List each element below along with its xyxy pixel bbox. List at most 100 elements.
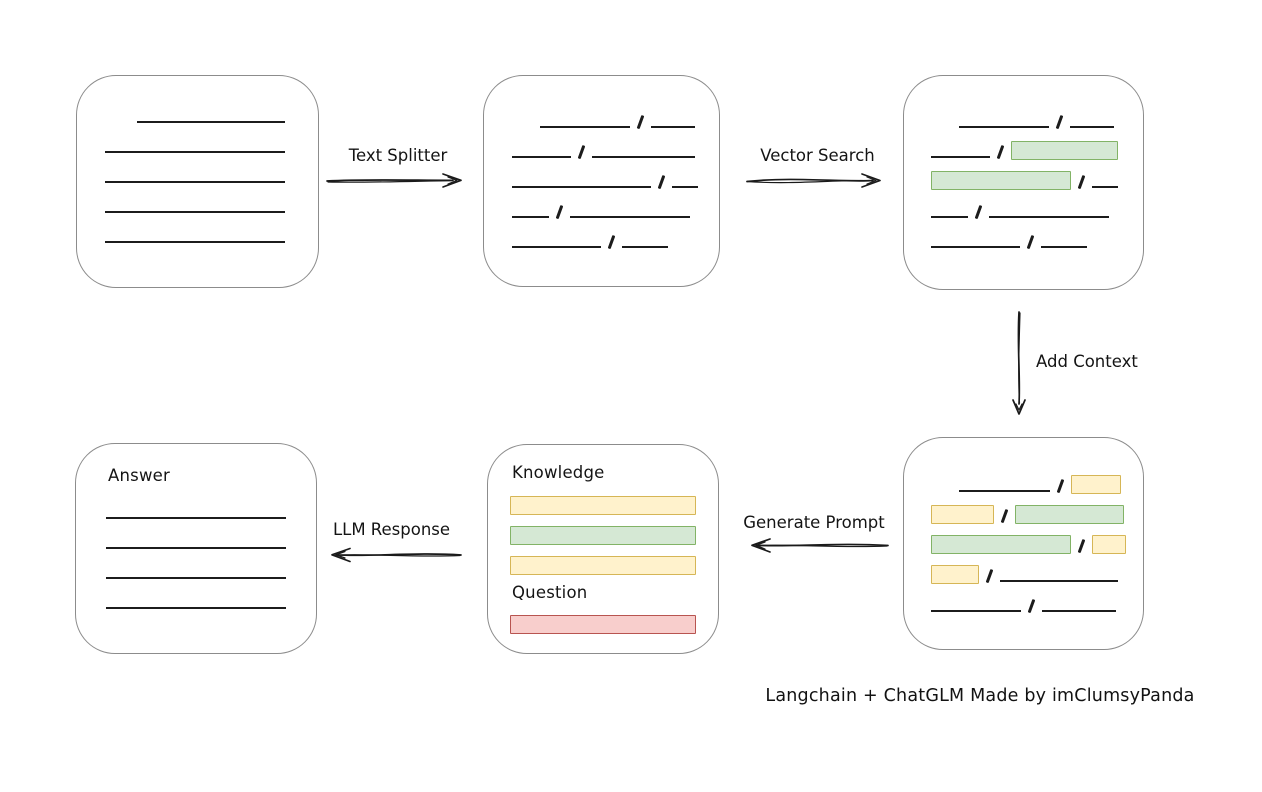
right-arrow-icon	[746, 173, 881, 188]
green-chunk	[931, 535, 1071, 554]
slash-separator	[607, 234, 615, 250]
text-line	[1040, 246, 1087, 248]
slash-separator	[577, 144, 585, 160]
text-line	[1041, 610, 1116, 612]
text-line	[512, 186, 651, 188]
yellow-chunk	[510, 556, 696, 575]
green-chunk	[1010, 141, 1118, 160]
add-context-label: Add Context	[1036, 352, 1138, 371]
text-row	[931, 161, 1118, 191]
text-row	[512, 161, 698, 191]
question-chunk-rows	[510, 605, 696, 635]
text-line	[591, 156, 695, 158]
green-chunk	[510, 526, 696, 545]
text-row	[105, 156, 285, 186]
text-row	[931, 131, 1118, 161]
text-line	[105, 241, 285, 243]
text-row	[510, 516, 696, 546]
document-text-rows	[105, 96, 285, 246]
text-row	[510, 605, 696, 635]
text-line	[650, 126, 695, 128]
left-arrow-icon	[751, 538, 889, 553]
text-row	[512, 131, 698, 161]
text-line	[959, 490, 1050, 492]
slash-separator	[974, 204, 982, 220]
text-line	[931, 216, 968, 218]
text-line	[671, 186, 698, 188]
red-chunk	[510, 615, 696, 634]
text-line	[931, 246, 1020, 248]
text-line	[621, 246, 668, 248]
llm-response-arrow: LLM Response	[320, 520, 463, 564]
text-line	[105, 181, 285, 183]
slash-separator	[555, 204, 563, 220]
green-chunk	[1014, 505, 1124, 524]
text-line	[106, 577, 286, 579]
text-line	[105, 211, 285, 213]
document-box	[76, 75, 319, 288]
slash-separator	[1077, 538, 1085, 554]
text-line	[1091, 186, 1118, 188]
text-row	[931, 525, 1126, 555]
text-line	[512, 246, 601, 248]
text-row	[106, 492, 286, 522]
yellow-chunk	[1091, 535, 1126, 554]
generate-prompt-arrow: Generate Prompt	[738, 513, 890, 555]
split-text-rows	[512, 101, 698, 251]
context-result-box	[903, 437, 1144, 650]
slash-separator	[636, 114, 644, 130]
text-line	[959, 126, 1049, 128]
indent-spacer	[931, 130, 959, 131]
text-line	[540, 126, 630, 128]
text-line	[106, 547, 286, 549]
text-row	[931, 585, 1126, 615]
text-row	[931, 191, 1118, 221]
generate-prompt-label: Generate Prompt	[743, 513, 885, 532]
text-row	[931, 555, 1126, 585]
slash-separator	[1027, 598, 1035, 614]
vector-result-rows	[931, 101, 1118, 251]
text-line	[105, 151, 285, 153]
text-row	[106, 552, 286, 582]
answer-heading: Answer	[108, 466, 170, 485]
text-line	[137, 121, 285, 123]
slash-separator	[1056, 478, 1064, 494]
yellow-chunk	[1070, 475, 1121, 494]
text-row	[106, 522, 286, 552]
text-line	[988, 216, 1109, 218]
text-line	[931, 610, 1021, 612]
green-chunk	[931, 171, 1071, 190]
text-row	[512, 191, 698, 221]
text-row	[105, 126, 285, 156]
slash-separator	[657, 174, 665, 190]
text-row	[931, 221, 1118, 251]
knowledge-heading: Knowledge	[512, 463, 605, 482]
text-line	[569, 216, 690, 218]
slash-separator	[996, 144, 1004, 160]
text-line	[931, 156, 990, 158]
indent-spacer	[105, 125, 137, 126]
text-row	[512, 101, 698, 131]
indent-spacer	[931, 494, 959, 495]
text-row	[931, 465, 1126, 495]
slash-separator	[985, 568, 993, 584]
text-row	[510, 486, 696, 516]
text-line	[999, 580, 1118, 582]
right-arrow-icon	[326, 173, 462, 188]
text-row	[512, 221, 698, 251]
text-splitter-arrow: Text Splitter	[325, 146, 471, 190]
yellow-chunk	[931, 505, 994, 524]
answer-box: Answer	[75, 443, 317, 654]
context-result-rows	[931, 465, 1126, 615]
text-row	[106, 582, 286, 612]
text-row	[931, 101, 1118, 131]
indent-spacer	[512, 130, 540, 131]
text-splitter-label: Text Splitter	[348, 146, 448, 165]
text-line	[512, 216, 549, 218]
vector-search-label: Vector Search	[760, 146, 875, 165]
diagram-caption: Langchain + ChatGLM Made by imClumsyPand…	[765, 686, 1195, 706]
answer-text-rows	[106, 492, 286, 612]
yellow-chunk	[510, 496, 696, 515]
vector-result-box	[903, 75, 1144, 290]
